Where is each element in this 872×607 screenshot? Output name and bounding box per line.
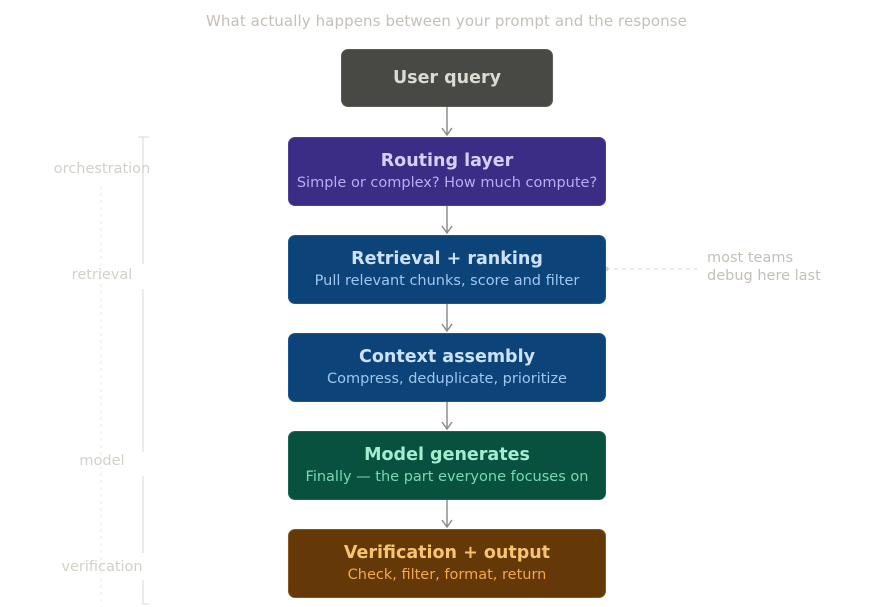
stage-label-orchestration: orchestration (53, 161, 151, 177)
node-description: Finally — the part everyone focuses on (305, 469, 589, 485)
stage-label-retrieval: retrieval (71, 267, 133, 283)
node-user-query: User query (341, 49, 553, 107)
arrowhead-5 (441, 519, 453, 529)
node-context-assembly: Context assembly Compress, deduplicate, … (288, 333, 606, 402)
annotation-note: most teams debug here last (707, 249, 821, 285)
arrowhead-2 (441, 225, 453, 235)
node-title: User query (392, 68, 502, 88)
node-description: Compress, deduplicate, prioritize (327, 371, 567, 387)
stage-bracket (138, 136, 149, 605)
node-retrieval-ranking: Retrieval + ranking Pull relevant chunks… (288, 235, 606, 304)
arrowhead-4 (441, 421, 453, 431)
flow-arrows (441, 107, 453, 529)
annotation-line-1: most teams (707, 250, 794, 266)
node-title: Retrieval + ranking (351, 249, 543, 269)
diagram-subtitle: What actually happens between your promp… (206, 12, 687, 30)
arrowhead-3 (441, 323, 453, 333)
stage-label-model: model (79, 453, 125, 469)
arrowhead-1 (441, 127, 453, 137)
node-title: Context assembly (359, 347, 535, 367)
node-title: Verification + output (343, 543, 551, 563)
stage-label-verification: verification (61, 559, 143, 575)
node-description: Pull relevant chunks, score and filter (314, 273, 580, 289)
node-description: Simple or complex? How much compute? (296, 175, 598, 191)
node-routing-layer: Routing layer Simple or complex? How muc… (288, 137, 606, 206)
node-title: Model generates (364, 445, 530, 465)
node-title: Routing layer (380, 151, 514, 171)
node-model-generates: Model generates Finally — the part every… (288, 431, 606, 500)
node-verification-output: Verification + output Check, filter, for… (288, 529, 606, 598)
annotation-line-2: debug here last (707, 268, 821, 284)
node-description: Check, filter, format, return (347, 567, 547, 583)
